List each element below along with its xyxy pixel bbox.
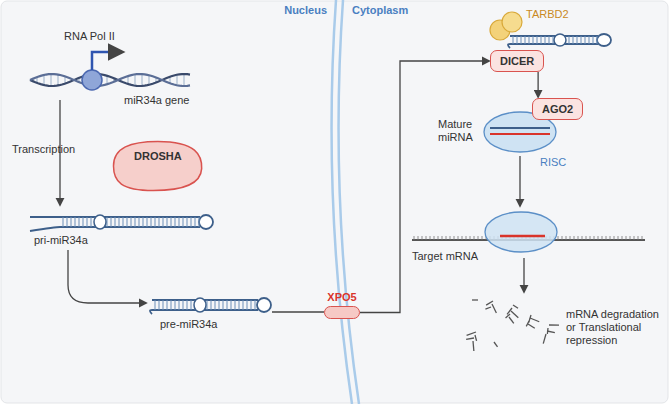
dicer-enzyme: DICER xyxy=(490,50,544,72)
drosha-outline xyxy=(112,140,204,192)
flow-arrow xyxy=(537,72,538,97)
text-label: Transcription xyxy=(12,143,75,156)
node-text: DROSHA xyxy=(134,150,182,162)
node-text: XPO5 xyxy=(327,291,356,303)
text-label: pre-miR34a xyxy=(160,318,217,331)
text-label: Target mRNA xyxy=(412,250,478,263)
text-label: Cytoplasm xyxy=(352,4,408,17)
text-label: mRNA degradation or Translational repres… xyxy=(566,308,664,348)
dicer-hairpin xyxy=(508,34,611,48)
mirna-binding xyxy=(500,235,545,238)
exportin-pore xyxy=(324,306,360,319)
mature-mirna xyxy=(490,128,550,134)
pri-mirna-hairpin xyxy=(30,215,213,231)
tarbd2-protein xyxy=(502,12,522,32)
dna-helix xyxy=(30,74,190,86)
text-label: miR34a gene xyxy=(124,94,189,107)
degradation-arrow xyxy=(523,258,524,292)
node-text: DICER xyxy=(500,55,534,67)
pre-mirna-hairpin xyxy=(150,298,271,314)
flow-arrow xyxy=(360,61,489,313)
risc-complex xyxy=(485,212,557,252)
mrna-fragments xyxy=(466,300,559,351)
exportin-channel: XPO5 xyxy=(324,291,360,319)
text-label: RNA Pol II xyxy=(64,30,115,43)
rna-polymerase xyxy=(82,70,102,90)
ago2-protein: AGO2 xyxy=(532,98,583,120)
text-label: pri-miR34a xyxy=(34,234,88,247)
text-label: Nucleus xyxy=(284,4,327,17)
text-label: Mature miRNA xyxy=(438,118,484,144)
text-label: RISC xyxy=(540,156,566,169)
processing-arrow xyxy=(68,250,146,303)
export-line xyxy=(272,311,324,312)
nuclear-membrane xyxy=(339,0,359,404)
text-label: TARBD2 xyxy=(526,8,569,21)
nuclear-membrane xyxy=(332,0,352,404)
targeting-arrow xyxy=(519,156,520,206)
node-text: AGO2 xyxy=(542,103,573,115)
drosha-enzyme: DROSHA xyxy=(112,140,204,192)
promoter-arrow xyxy=(92,52,122,70)
